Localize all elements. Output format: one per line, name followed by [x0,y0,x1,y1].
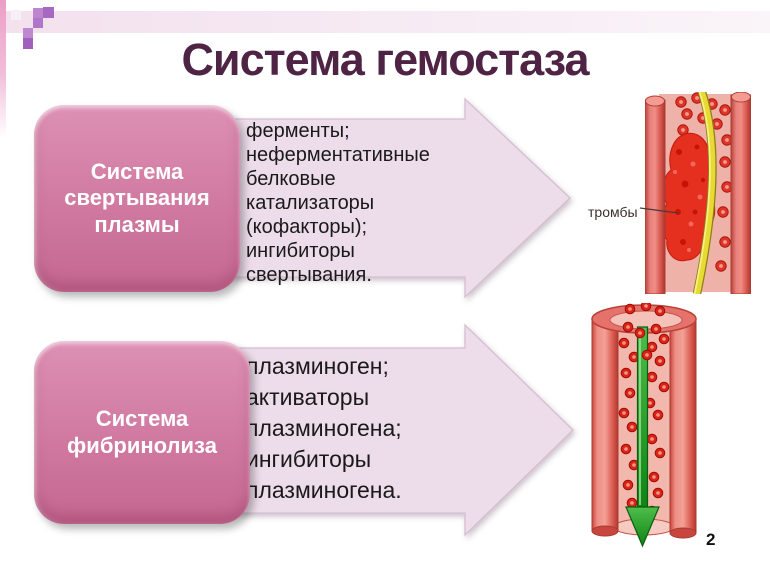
coagulation-bullet-list: ферменты; неферментативные белковые ката… [231,119,461,287]
fibrinolysis-box-label: Система фибринолиза [67,406,217,458]
bullet-item: ингибиторы плазминогена. [231,444,471,506]
bullet-item: плазминоген; [231,351,471,382]
bullet-item: активаторы плазминогена; [231,382,471,444]
page-number: 2 [706,530,716,549]
thrombi-caption: тромбы [588,204,638,220]
fibrinolysis-box: Система фибринолиза [34,341,250,524]
pixel-square [43,7,54,18]
pixel-square [23,28,33,38]
thrombus-vessel-illustration [645,92,751,294]
thrombi-pointer-line [639,207,679,214]
pixel-square [11,10,21,20]
header-gradient-band [0,11,770,33]
bullet-item: ингибиторы свертывания. [231,239,461,287]
fibrin-strand [692,92,717,294]
clean-vessel-illustration [591,303,697,548]
pixel-square [33,18,43,28]
flow-arrow [625,326,660,548]
fibrinolysis-bullet-list: плазминоген; активаторы плазминогена; ин… [231,351,471,506]
left-gradient-strip [0,0,6,138]
pixel-square [23,38,33,49]
coagulation-box: Система свертывания плазмы [34,105,240,292]
pixel-square [33,8,43,18]
clot-texture [673,144,706,252]
bullet-item: ферменты; [231,119,461,143]
bullet-item: неферментативные белковые катализаторы (… [231,143,461,239]
slide-title: Система гемостаза [181,34,589,85]
coagulation-box-label: Система свертывания плазмы [64,158,210,237]
